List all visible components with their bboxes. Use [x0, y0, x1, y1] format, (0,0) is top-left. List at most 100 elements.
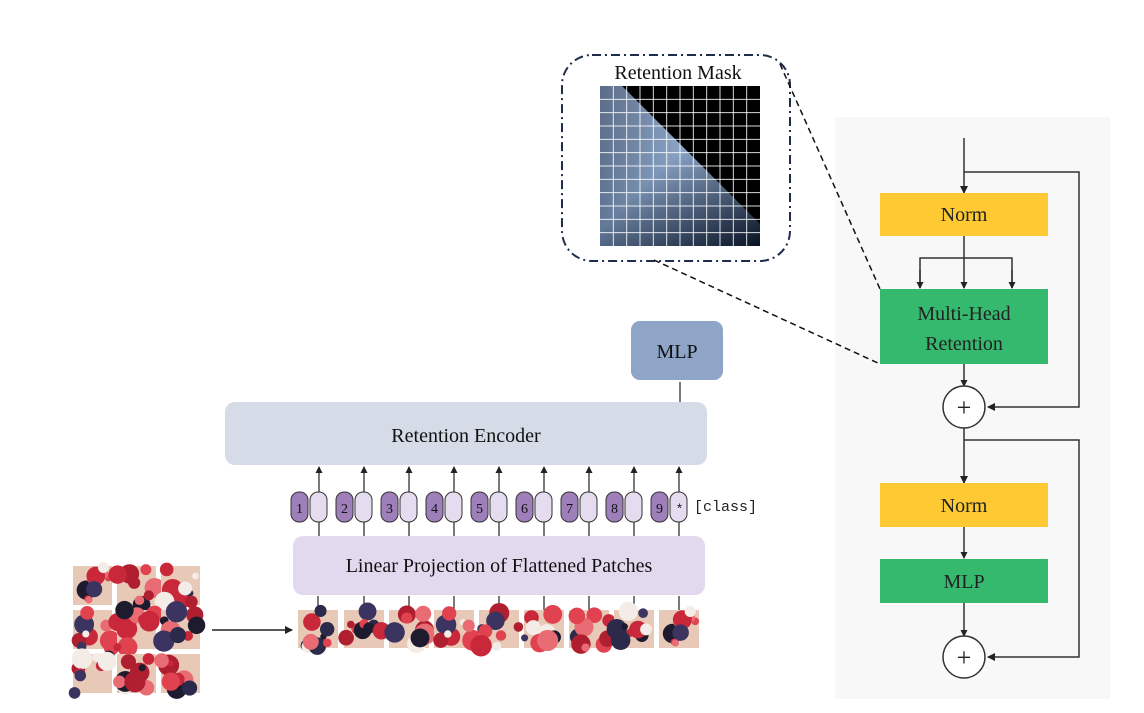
- fruit-blob: [92, 652, 101, 662]
- retention-label-line2: Retention: [925, 333, 1003, 355]
- fruit-blob: [187, 616, 206, 635]
- fruit-blob: [671, 639, 679, 647]
- fruit-blob: [120, 654, 136, 670]
- patch-embedding-token: [624, 491, 643, 523]
- retention-label-line1: Multi-Head: [917, 303, 1010, 325]
- fruit-blob: [319, 622, 335, 637]
- fruit-blob: [97, 651, 117, 671]
- fruit-blob: [638, 608, 648, 618]
- fruit-blob: [618, 601, 638, 621]
- fruit-blob: [610, 630, 631, 651]
- fruit-blob: [486, 611, 505, 631]
- retention-mask-title: Retention Mask: [614, 62, 741, 84]
- fruit-blob: [415, 605, 432, 622]
- image-patch: [108, 600, 163, 658]
- fruit-blob: [302, 633, 319, 650]
- flattened-patch: [433, 606, 484, 651]
- fruit-blob: [543, 604, 563, 624]
- image-patch: [153, 601, 206, 652]
- position-index-label: 6: [521, 502, 528, 517]
- fruit-blob: [161, 672, 180, 691]
- fruit-blob: [68, 687, 81, 699]
- fruit-blob: [138, 664, 146, 672]
- fruit-blob: [85, 581, 103, 598]
- patch-embedding-token: [669, 491, 688, 523]
- fruit-blob: [159, 562, 174, 577]
- fruit-blob: [433, 632, 449, 648]
- position-embedding-token: [290, 491, 309, 523]
- patch-embedding-token: [579, 491, 598, 523]
- norm-label-2: Norm: [941, 495, 988, 517]
- fruit-blob: [478, 624, 493, 639]
- position-index-label: 8: [611, 502, 618, 517]
- retention-mask-grid: [600, 86, 760, 246]
- patch-sequence: [298, 596, 700, 657]
- flattened-patch: [521, 604, 564, 653]
- fruit-blob: [384, 622, 405, 643]
- norm-block-2: [880, 483, 1048, 527]
- fruit-blob: [568, 607, 586, 625]
- fruit-blob: [303, 613, 321, 631]
- multi-head-retention-block: [880, 289, 1048, 364]
- fruit-blob: [143, 590, 154, 601]
- position-embedding-token: [650, 491, 669, 523]
- patch-embedding-token: [354, 491, 373, 523]
- fruit-blob: [185, 595, 198, 609]
- add-symbol-2: +: [957, 643, 972, 672]
- position-index-label: 7: [566, 502, 573, 517]
- fruit-blob: [115, 600, 134, 620]
- image-patch: [154, 653, 200, 699]
- fruit-blob: [525, 620, 541, 636]
- fruit-blob: [621, 623, 628, 630]
- fruit-blob: [140, 564, 152, 576]
- fruit-blob: [82, 630, 90, 638]
- mlp-block: [880, 559, 1048, 603]
- add-symbol-1: +: [957, 393, 972, 422]
- patch-embedding-token: [534, 491, 553, 523]
- image-patch: [73, 562, 113, 605]
- fruit-blob: [444, 630, 452, 638]
- fruit-blob: [495, 630, 507, 641]
- patch-embedding-token: [444, 491, 463, 523]
- position-index-label: 2: [341, 502, 348, 517]
- fruit-blob: [113, 643, 122, 652]
- position-index-label: 3: [386, 502, 393, 517]
- input-image-patches: [68, 562, 206, 699]
- zoom-line-top: [779, 63, 881, 290]
- fruit-blob: [139, 610, 160, 632]
- position-embedding-token: [470, 491, 489, 523]
- position-index-label: 9: [656, 502, 663, 517]
- norm-block-1: [880, 193, 1048, 236]
- fruit-blob: [108, 565, 127, 584]
- position-embedding-token: [515, 491, 534, 523]
- flattened-patch: [384, 605, 436, 654]
- fruit-blob: [640, 623, 653, 636]
- fruit-blob: [169, 626, 187, 644]
- image-patch: [154, 562, 200, 612]
- fruit-blob: [492, 641, 502, 651]
- class-token-label: [class]: [694, 499, 757, 516]
- fruit-blob: [314, 604, 327, 617]
- flattened-patch: [659, 605, 700, 648]
- fruit-blob: [672, 624, 689, 641]
- fruit-blob: [470, 634, 492, 657]
- fruit-blob: [153, 630, 175, 652]
- fruit-blob: [85, 596, 93, 604]
- fruit-blob: [521, 634, 529, 642]
- retention-encoder-block: [225, 402, 707, 465]
- fruit-blob: [401, 612, 413, 624]
- zoom-line-bottom: [653, 259, 881, 365]
- fruit-blob: [134, 595, 145, 606]
- fruit-blob: [165, 601, 188, 623]
- fruit-blob: [128, 576, 141, 589]
- image-patch: [113, 653, 156, 696]
- fruit-blob: [117, 637, 138, 658]
- residual-connection-1: [964, 171, 1080, 411]
- fruit-blob: [182, 680, 198, 696]
- image-patch: [68, 648, 117, 699]
- retention-encoder-label: Retention Encoder: [391, 425, 541, 447]
- fruit-blob: [363, 622, 375, 634]
- linear-projection-label: Linear Projection of Flattened Patches: [346, 555, 653, 577]
